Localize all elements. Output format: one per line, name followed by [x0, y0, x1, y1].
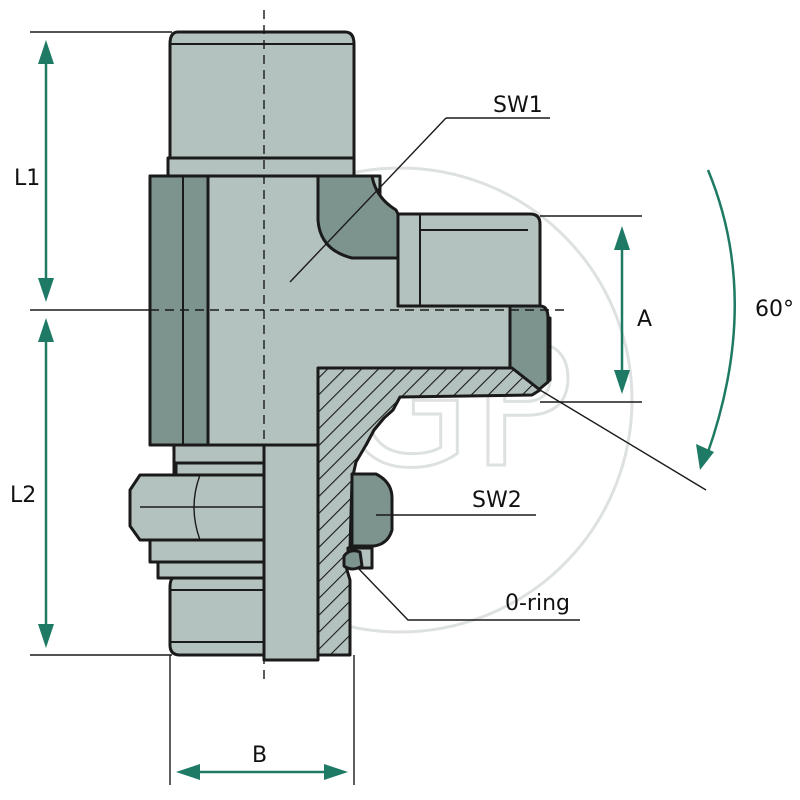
b-label: B [252, 743, 267, 768]
oring-callout: 0-ring [357, 567, 580, 621]
dimension-a: A [614, 226, 652, 394]
sw2-callout: SW2 [376, 488, 536, 516]
sw1-callout: SW1 [289, 93, 550, 283]
angle-label: 60° [755, 297, 794, 322]
top-threaded-stud [166, 30, 356, 178]
dimension-l1: L1 [14, 40, 54, 302]
dimension-l2: L2 [10, 318, 54, 648]
oring-label: 0-ring [505, 591, 570, 616]
a-label: A [637, 307, 652, 332]
center-lines [150, 10, 570, 680]
sw1-label: SW1 [493, 93, 543, 118]
l2-label: L2 [10, 483, 36, 508]
l1-label: L1 [14, 166, 40, 191]
angle-dimension: 60° [539, 169, 794, 491]
cutaway-section [316, 366, 542, 657]
dimension-b: B [176, 743, 348, 780]
lower-assembly [128, 443, 394, 662]
sw2-label: SW2 [472, 488, 522, 513]
extension-lines [30, 31, 642, 785]
side-threaded-stud [396, 212, 550, 394]
